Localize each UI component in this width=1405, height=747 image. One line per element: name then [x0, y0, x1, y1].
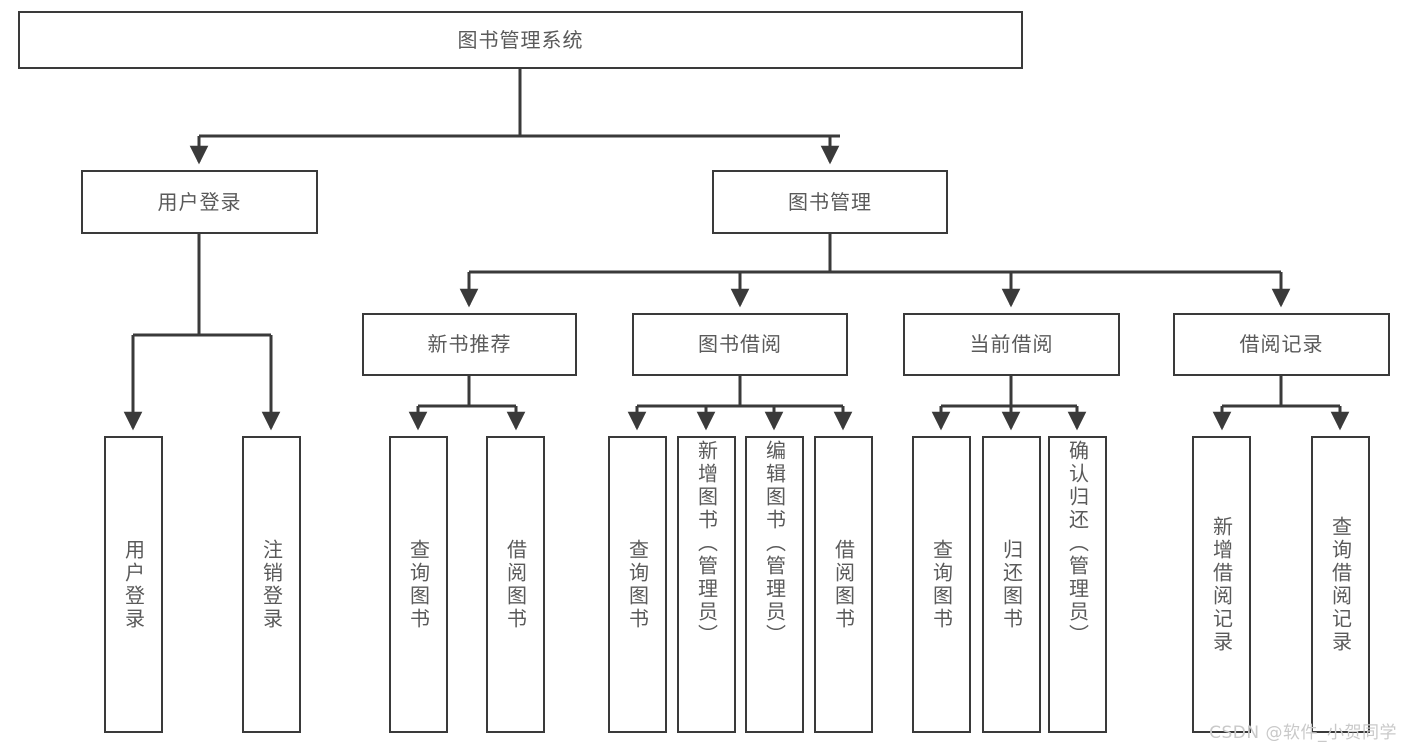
- leaf-add-borrow-record[interactable]: 新增借阅记录: [1192, 436, 1251, 733]
- leaf-return-book-label: 归还图书: [999, 538, 1024, 631]
- leaf-return-book[interactable]: 归还图书: [982, 436, 1041, 733]
- leaf-query-book-recommend[interactable]: 查询图书: [389, 436, 448, 733]
- leaf-add-borrow-record-label: 新增借阅记录: [1209, 515, 1234, 654]
- node-borrow-record[interactable]: 借阅记录: [1173, 313, 1390, 376]
- leaf-query-borrow-record[interactable]: 查询借阅记录: [1311, 436, 1370, 733]
- leaf-add-book-admin-label: 新增图书（管理员）: [694, 440, 719, 647]
- node-current-borrow-label: 当前借阅: [969, 332, 1054, 356]
- leaf-borrow-book-recommend[interactable]: 借阅图书: [486, 436, 545, 733]
- node-book-management[interactable]: 图书管理: [712, 170, 948, 234]
- node-book-borrow-label: 图书借阅: [698, 332, 782, 356]
- leaf-confirm-return-admin[interactable]: 确认归还（管理员）: [1048, 436, 1107, 733]
- leaf-borrow-book-recommend-label: 借阅图书: [503, 538, 528, 631]
- node-root-label: 图书管理系统: [457, 27, 584, 52]
- leaf-add-book-admin[interactable]: 新增图书（管理员）: [677, 436, 736, 733]
- leaf-query-borrow-record-label: 查询借阅记录: [1328, 515, 1353, 654]
- leaf-user-logout[interactable]: 注销登录: [242, 436, 301, 733]
- node-current-borrow[interactable]: 当前借阅: [903, 313, 1120, 376]
- leaf-query-book-borrow-label: 查询图书: [625, 538, 650, 631]
- node-book-borrow[interactable]: 图书借阅: [632, 313, 848, 376]
- node-new-book-recommend[interactable]: 新书推荐: [362, 313, 577, 376]
- leaf-confirm-return-admin-label: 确认归还（管理员）: [1065, 440, 1090, 647]
- node-root[interactable]: 图书管理系统: [18, 11, 1023, 69]
- node-new-book-recommend-label: 新书推荐: [427, 332, 512, 356]
- leaf-query-book-borrow[interactable]: 查询图书: [608, 436, 667, 733]
- node-user-login-label: 用户登录: [157, 189, 242, 214]
- node-borrow-record-label: 借阅记录: [1239, 332, 1324, 356]
- leaf-borrow-book[interactable]: 借阅图书: [814, 436, 873, 733]
- leaf-user-login-label: 用户登录: [121, 538, 146, 631]
- leaf-query-book-recommend-label: 查询图书: [406, 538, 431, 631]
- leaf-user-logout-label: 注销登录: [259, 538, 284, 631]
- leaf-query-book-current-label: 查询图书: [929, 538, 954, 631]
- leaf-edit-book-admin[interactable]: 编辑图书（管理员）: [745, 436, 804, 733]
- node-book-management-label: 图书管理: [788, 189, 872, 214]
- leaf-borrow-book-label: 借阅图书: [831, 538, 856, 631]
- node-user-login[interactable]: 用户登录: [81, 170, 318, 234]
- leaf-user-login[interactable]: 用户登录: [104, 436, 163, 733]
- leaf-query-book-current[interactable]: 查询图书: [912, 436, 971, 733]
- leaf-edit-book-admin-label: 编辑图书（管理员）: [762, 440, 787, 647]
